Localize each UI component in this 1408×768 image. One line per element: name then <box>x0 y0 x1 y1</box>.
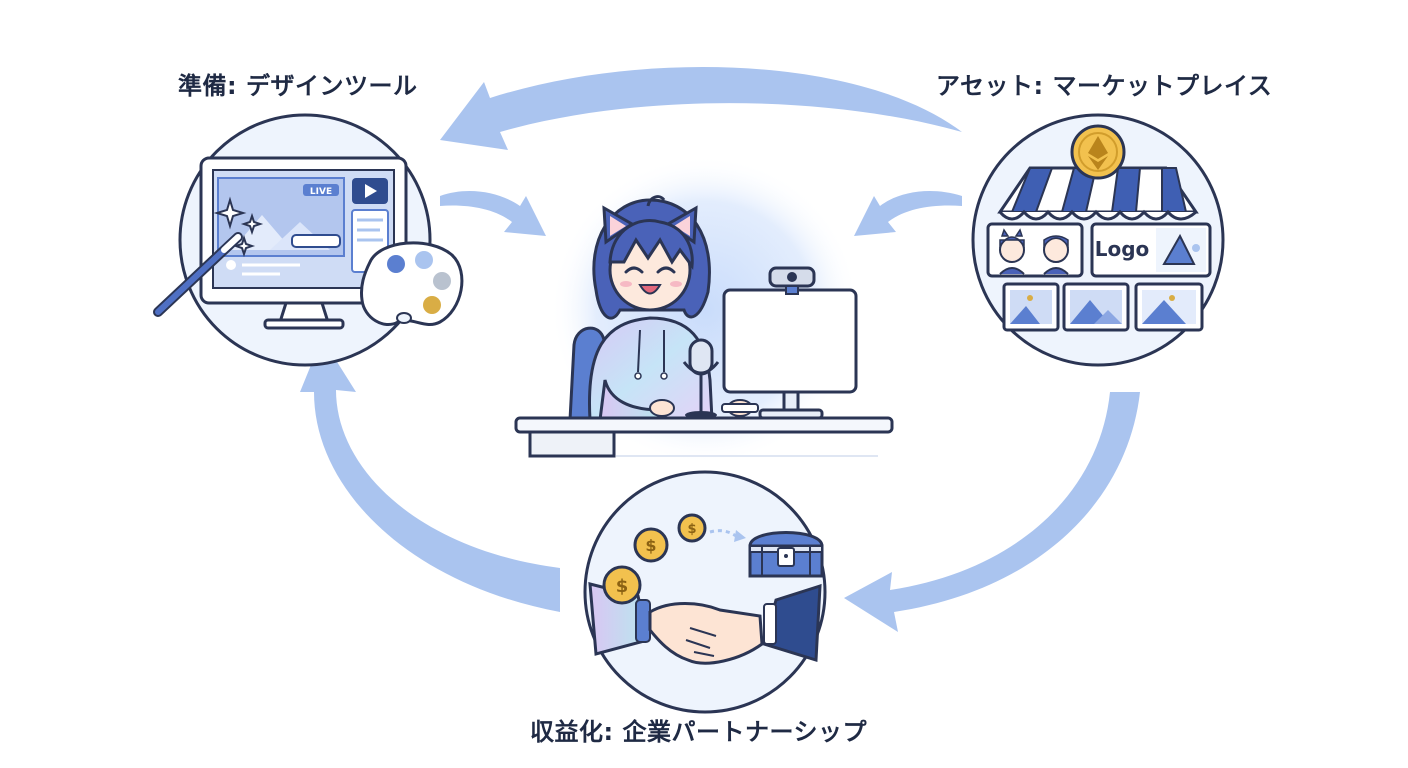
coin-symbol-1: $ <box>616 576 629 597</box>
arrow-left-inner <box>440 191 546 236</box>
coin-symbol-3: $ <box>687 522 696 537</box>
paint-palette-icon <box>360 241 464 327</box>
logo-text: Logo <box>1095 237 1150 261</box>
arrow-right <box>844 392 1140 632</box>
label-monetization: 収益化: 企業パートナーシップ <box>530 718 867 746</box>
streaming-monitor <box>721 288 858 420</box>
magic-wand-icon <box>153 232 243 317</box>
treasure-chest-icon <box>748 531 824 578</box>
desk <box>514 416 894 458</box>
live-badge: LIVE <box>310 187 332 197</box>
design-tools-icon: LIVE <box>178 113 432 367</box>
label-marketplace: アセット: マーケットプレイス <box>936 72 1273 100</box>
marketplace-storefront-icon: Logo <box>971 113 1225 367</box>
cycle-arrows <box>300 66 1140 632</box>
coin-symbol-2: $ <box>645 536 656 555</box>
arrow-top <box>440 66 962 150</box>
arrow-right-inner <box>854 191 962 236</box>
arrow-left <box>300 338 560 612</box>
label-design-tools: 準備: デザインツール <box>178 72 418 100</box>
ethereum-coin-icon <box>1070 124 1126 180</box>
webcam-icon <box>768 266 816 295</box>
dollar-coin-icon: $ $ $ <box>602 513 746 605</box>
